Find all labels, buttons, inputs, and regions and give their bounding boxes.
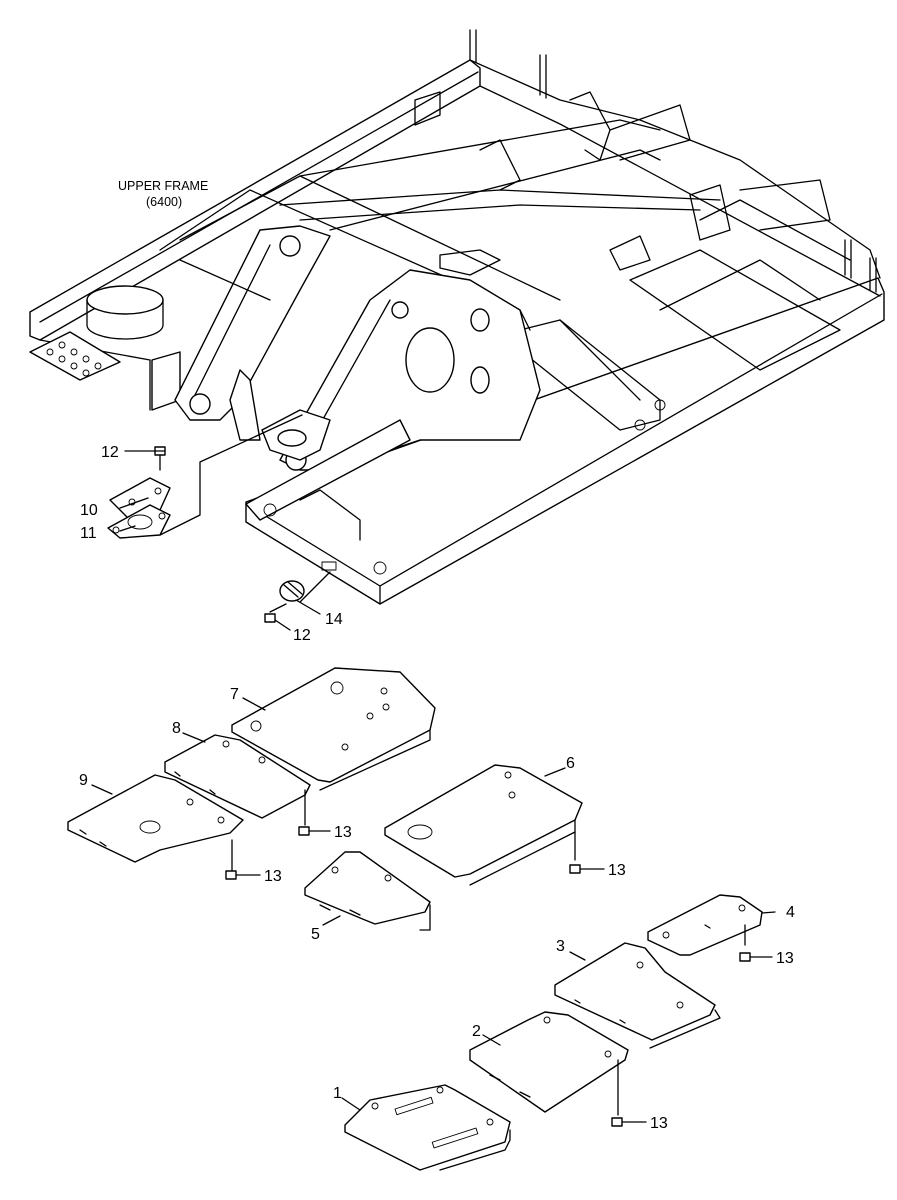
callout-8: 8 (172, 720, 181, 737)
callout-13-b: 13 (264, 868, 282, 885)
callout-11: 11 (80, 525, 97, 542)
cover-4 (647, 894, 763, 956)
cover-1 (344, 1084, 511, 1171)
leader-lines (91, 697, 776, 1111)
assembly-lines (231, 789, 746, 1116)
cover-5 (304, 851, 431, 931)
callout-5: 5 (311, 926, 320, 943)
callout-9: 9 (79, 772, 88, 789)
step-holes (46, 341, 102, 377)
cover-8 (164, 734, 311, 819)
callout-2: 2 (472, 1023, 481, 1040)
callout-13-e: 13 (650, 1115, 668, 1132)
callout-7: 7 (230, 686, 239, 703)
callout-12-top: 12 (101, 444, 119, 461)
callout-10: 10 (80, 502, 98, 519)
callout-1: 1 (333, 1085, 342, 1102)
callout-13-a: 13 (334, 824, 352, 841)
callout-12-bottom: 12 (293, 627, 311, 644)
cover-6 (384, 764, 583, 886)
cover-9 (67, 774, 244, 863)
frame-code: (6400) (146, 195, 182, 209)
callout-13-c: 13 (608, 862, 626, 879)
cover-3 (554, 942, 721, 1049)
cover-2 (469, 1011, 629, 1113)
callout-13-d: 13 (776, 950, 794, 967)
boom-plate-assembly (107, 414, 303, 539)
callout-4: 4 (786, 904, 795, 921)
upper-frame (29, 29, 885, 605)
cover-assembly (264, 571, 331, 631)
cover-7 (231, 667, 436, 791)
callout-3: 3 (556, 938, 565, 955)
callout-6: 6 (566, 755, 575, 772)
bolts-13 (225, 826, 773, 1127)
callout-14: 14 (325, 611, 343, 628)
frame-title: UPPER FRAME (118, 179, 208, 193)
